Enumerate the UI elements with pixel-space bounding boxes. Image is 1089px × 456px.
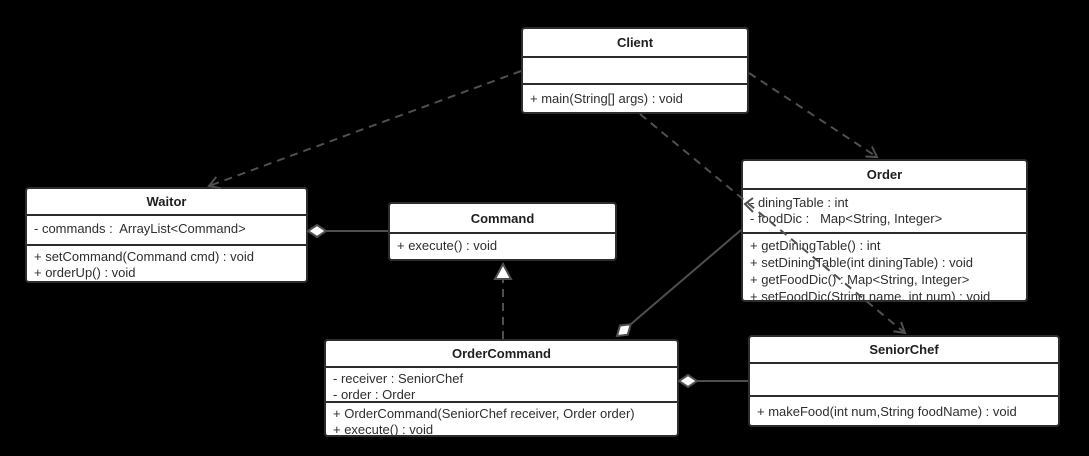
class-member: + getDiningTable() : int (750, 238, 881, 253)
class-methods: + getDiningTable() : int + setDiningTable… (743, 232, 1026, 300)
class-member: + execute() : void (397, 238, 498, 253)
class-member: + execute() : void (333, 422, 434, 435)
class-methods: + execute() : void (390, 232, 615, 259)
class-methods: + OrderCommand(SeniorChef receiver, Orde… (326, 401, 677, 435)
class-box-order: Order - diningTable : int- foodDic : Map… (741, 159, 1028, 302)
class-title: Order (866, 167, 903, 182)
class-member: + main(String[] args) : void (530, 91, 683, 106)
class-box-seniorchef: SeniorChef + makeFood(int num,String foo… (748, 335, 1060, 427)
class-title: Command (470, 210, 535, 226)
class-attributes (750, 362, 1058, 395)
class-member: - order : Order (333, 387, 416, 401)
class-member: - diningTable : int (750, 195, 849, 210)
class-box-ordercommand: OrderCommand - receiver : SeniorChef- or… (324, 339, 679, 437)
class-member: + getFoodDic() : Map<String, Integer> (750, 272, 970, 287)
class-member: + setFoodDic(String name, int num) : voi… (750, 289, 991, 300)
class-member: + orderUp() : void (34, 265, 136, 280)
class-member: + makeFood(int num,String foodName) : vo… (757, 404, 1017, 419)
class-member: + setDiningTable(int diningTable) : void (750, 255, 973, 270)
class-member: + setCommand(Command cmd) : void (34, 249, 254, 264)
class-member: - receiver : SeniorChef (333, 371, 464, 386)
class-member: - commands : ArrayList<Command> (34, 221, 246, 236)
class-box-waitor: Waitor - commands : ArrayList<Command> +… (25, 187, 308, 283)
class-member: + OrderCommand(SeniorChef receiver, Orde… (333, 406, 635, 421)
class-attributes (523, 56, 747, 83)
class-methods: + setCommand(Command cmd) : void+ orderU… (27, 244, 306, 281)
class-attributes: - commands : ArrayList<Command> (27, 214, 306, 244)
class-member: - foodDic : Map<String, Integer> (750, 211, 943, 226)
class-box-command: Command + execute() : void (388, 202, 617, 261)
class-attributes: - receiver : SeniorChef- order : Order (326, 366, 677, 401)
class-title: SeniorChef (869, 342, 939, 357)
class-title: Waitor (146, 194, 187, 209)
class-title: Client (616, 35, 654, 50)
aggregation-ordercommand-order (615, 229, 742, 338)
class-box-client: Client + main(String[] args) : void (521, 27, 749, 114)
class-methods: + makeFood(int num,String foodName) : vo… (750, 395, 1058, 425)
dependency-client-to-waitor (207, 70, 522, 190)
class-methods: + main(String[] args) : void (523, 83, 747, 112)
class-title: OrderCommand (452, 346, 551, 361)
class-attributes: - diningTable : int- foodDic : Map<Strin… (743, 188, 1026, 232)
dependency-client-to-order (748, 72, 879, 159)
